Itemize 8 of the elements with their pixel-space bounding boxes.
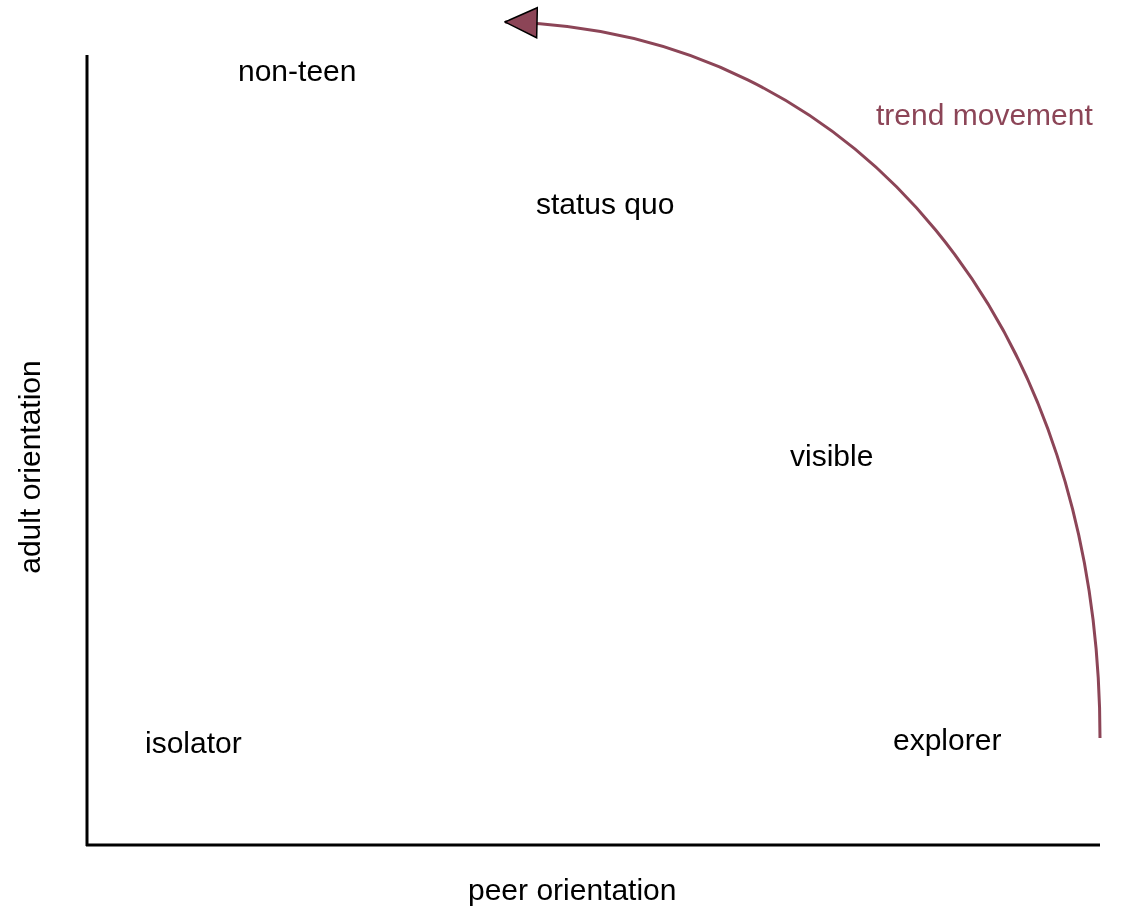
category-label: isolator: [145, 726, 242, 761]
arrow-label: trend movement: [876, 98, 1093, 133]
category-label: status quo: [536, 187, 675, 222]
axis-label: peer orientation: [468, 873, 677, 908]
category-label: non-teen: [238, 54, 357, 89]
axis-label: adult orientation: [12, 360, 47, 574]
category-label: visible: [790, 439, 874, 474]
category-label: explorer: [893, 723, 1002, 758]
